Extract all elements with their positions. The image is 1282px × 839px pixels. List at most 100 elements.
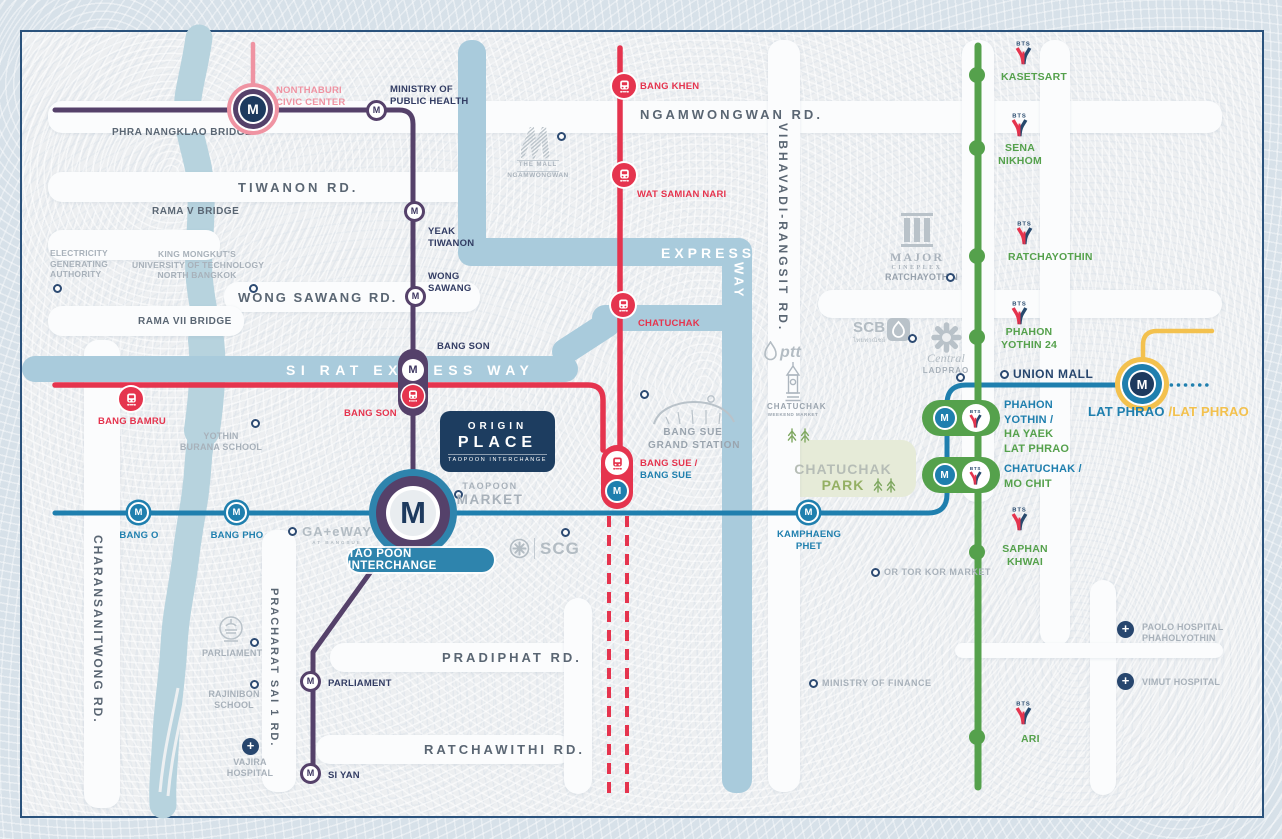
marker-egat [53,284,62,293]
marker-major-cineplex [946,273,955,282]
landmark-scg: SCG [534,538,580,560]
phahon-bts-icon [961,404,990,432]
bts-icon-kasetsart [1010,39,1037,66]
marker-scb [908,334,917,343]
station-bang-o-marker: M [128,502,149,523]
station-chatuchak-mo-chit-interchange: M [922,457,1000,493]
station-wong-sawang-marker: M [405,286,426,307]
phahon-mrt-icon: M [932,406,957,430]
label-parliament-station: PARLIAMENT [328,678,392,689]
marker-or-tor-kor [871,568,880,577]
station-kamphaeng-phet-marker: M [798,502,819,523]
station-chatuchak-red-marker [611,293,635,317]
bts-icon-ratchayothin [1011,219,1038,246]
label-bang-son-red: BANG SON [344,408,397,419]
station-public-health-marker: M [366,100,387,121]
landmark-gateway: GA+eWAY AT BANGSUE [302,524,372,546]
origin-line3: TAOPOON INTERCHANGE [447,453,548,463]
label-kasetsart: KASETSART [1001,71,1067,83]
park-trees-bottom-icon [872,475,898,493]
station-phahon-yothin24-dot [969,329,985,345]
road-mid-vertical [564,598,592,794]
bts-icon-saphan-khwai [1006,505,1033,532]
station-sena-nikhom-dot [969,140,985,156]
landmark-central: Central LADPRAO [922,351,970,375]
marker-ministry-finance [809,679,818,688]
station-bang-pho-marker: M [226,502,247,523]
station-bang-khen-marker [612,74,636,98]
marker-kmutnb [249,284,258,293]
station-bang-sue-interchange: M [601,445,633,509]
marker-central-ladprao [956,373,965,382]
weekend-market-icon [785,362,801,402]
mo-chit-bts-icon [961,461,990,489]
station-tao-poon-marker: M [390,490,436,536]
station-nonthaburi-civic-center-marker: M [240,96,266,122]
parliament-icon [219,616,243,642]
landmark-vimut-hospital: VIMUT HOSPITAL [1142,677,1221,687]
scb-icon [887,318,910,341]
label-chatuchak-red: CHATUCHAK [638,318,700,329]
park-trees-top-icon [786,425,812,443]
station-bang-son-interchange: M [398,349,428,416]
label-ratchayothin: RATCHAYOTHIN [1008,251,1093,263]
scg-icon [509,538,530,559]
origin-line1: ORIGIN [467,420,528,432]
marker-gateway [288,527,297,536]
m-glyph: M [400,495,426,530]
station-saphan-khwai-dot [969,544,985,560]
label-rama-vii-bridge: RAMA VII BRIDGE [138,316,232,327]
chatuchak-mrt-icon: M [932,463,957,487]
expressway-north-horizontal [458,238,752,266]
vimut-hospital-icon: + [1117,673,1134,690]
label-pracharat-rd: PRACHARAT SAI 1 RD. [267,588,280,748]
road-right-vertical [1040,40,1070,646]
label-ratchawithi-rd: RATCHAWITHI RD. [424,742,586,757]
landmark-major-cineplex: MAJOR CINEPLEX [890,250,944,271]
station-phahon-yothin-interchange: M [922,400,1000,436]
bang-sue-srt-icon [605,451,629,475]
label-bang-pho: BANG PHO [210,530,264,541]
label-bang-bamru: BANG BAMRU [98,416,166,427]
bang-son-srt-icon [402,384,424,407]
origin-place-logo: ORIGIN PLACE TAOPOON INTERCHANGE [440,411,555,472]
label-rama-v-bridge: RAMA V BRIDGE [152,206,240,217]
road-hospital-horizontal [955,643,1223,658]
landmark-parliament: PARLIAMENT [202,648,263,658]
station-lat-phrao-marker: M [1130,372,1154,396]
landmark-ministry-finance: MINISTRY OF FINANCE [822,678,932,688]
label-wong-sawang-rd: WONG SAWANG RD. [238,290,398,305]
label-bang-o: BANG O [119,530,159,541]
landmark-or-tor-kor: OR TOR KOR MARKET [884,567,991,577]
label-lat-phrao: LAT PHRAO /LAT PHRAO [1088,404,1249,419]
expressway-east-vertical [722,240,752,793]
major-cineplex-icon [901,213,933,247]
central-icon [931,322,962,353]
landmark-weekend-market: CHATUCHAK WEEKEND MARKET [767,402,827,417]
marker-the-mall [557,132,566,141]
bts-icon-phahon-yothin24 [1006,299,1033,326]
bts-icon-ari [1010,699,1037,726]
label-pradiphat-rd: PRADIPHAT RD. [442,650,582,665]
label-wat-samian-nari: WAT SAMIAN NARI [637,189,727,200]
label-phra-nangklao-bridge: PHRA NANGKLAO BRIDGE [112,127,253,138]
label-tiwanon-rd: TIWANON RD. [238,180,359,195]
origin-line2: PLACE [457,433,538,451]
bang-son-mrt-icon: M [402,358,424,381]
label-bang-khen: BANG KHEN [640,81,700,92]
landmark-ptt: ptt [780,344,802,361]
label-ari: ARI [1021,733,1040,745]
landmark-union-mall: UNION MALL [1013,367,1094,381]
m-glyph: M [247,101,259,117]
